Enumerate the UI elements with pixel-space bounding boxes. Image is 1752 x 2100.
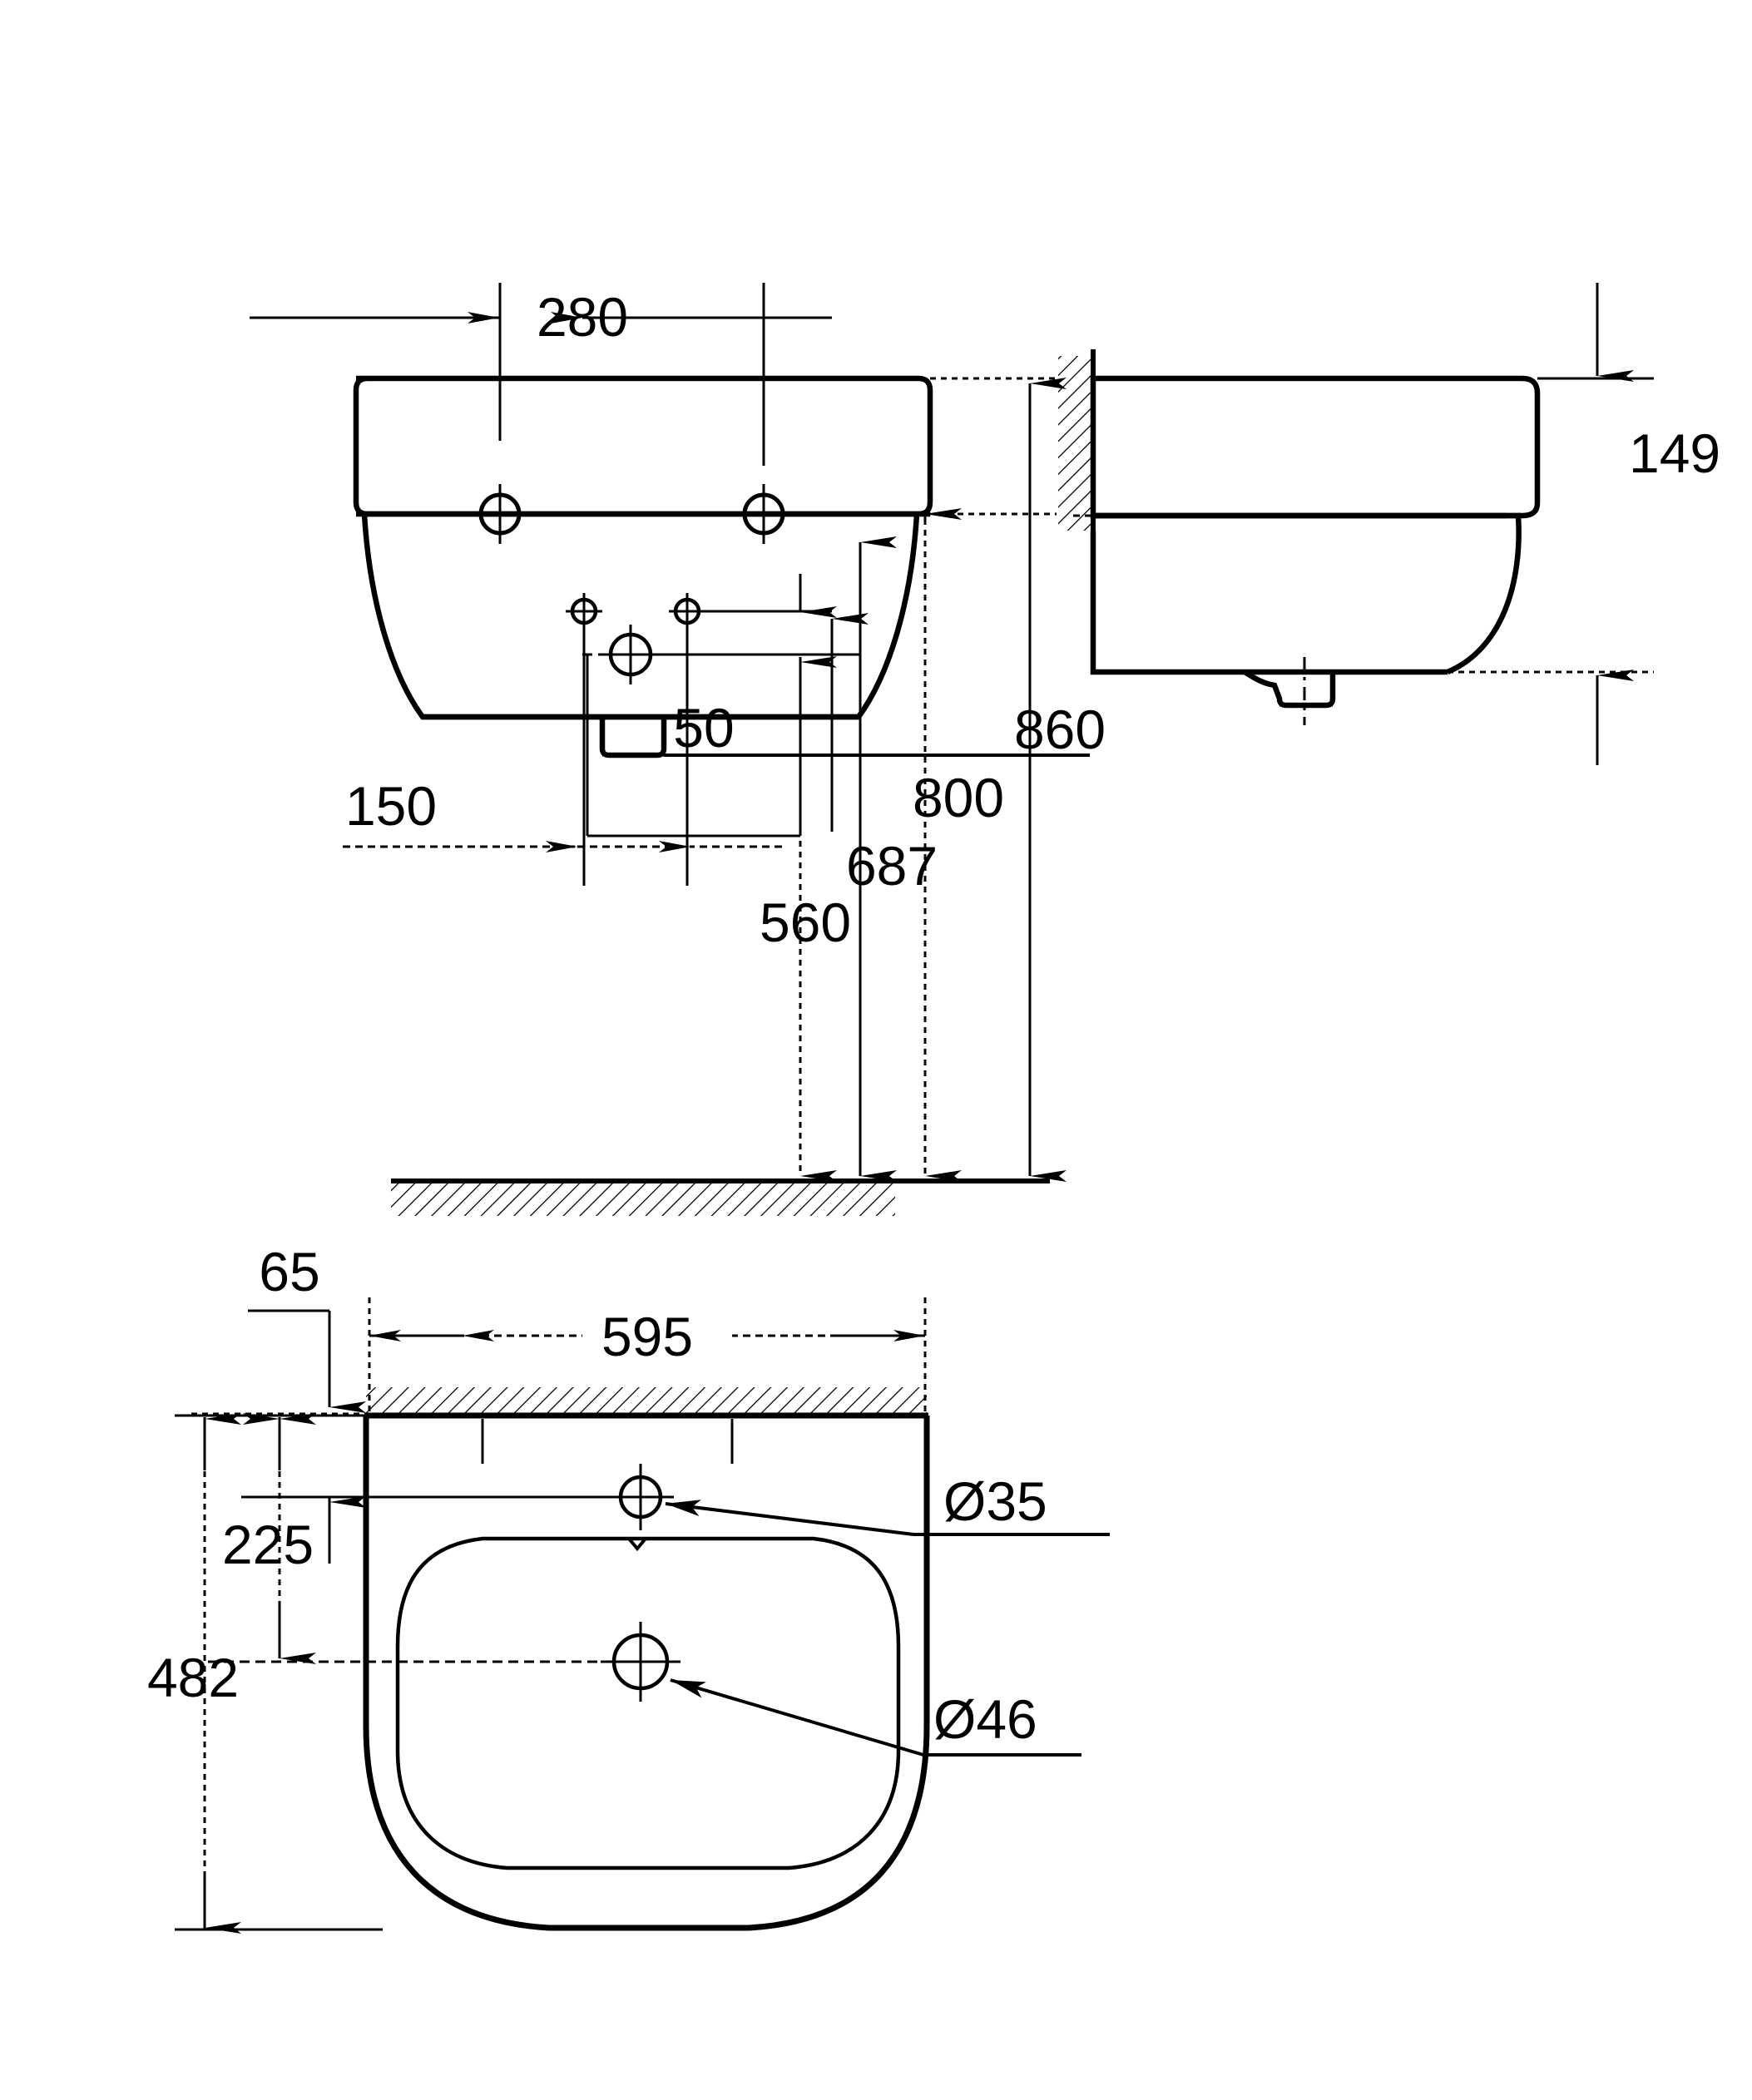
dimension-595 xyxy=(368,1297,927,1414)
basin-base-side xyxy=(1090,531,1448,675)
label-800: 800 xyxy=(913,767,1004,828)
label-687: 687 xyxy=(846,835,938,897)
label-560: 560 xyxy=(760,892,851,953)
basin-bowl-front xyxy=(361,513,920,720)
basin-outline-plan xyxy=(363,1416,930,1931)
label-diameter-46: Ø46 xyxy=(933,1688,1037,1750)
label-65: 65 xyxy=(259,1241,319,1302)
front-elevation-group xyxy=(250,283,1090,758)
plan-view-group xyxy=(175,1297,1110,1934)
floor-line-group xyxy=(391,1178,1050,1216)
label-482: 482 xyxy=(147,1647,239,1708)
label-225: 225 xyxy=(222,1514,314,1575)
waste-hole-plan xyxy=(208,1622,681,1702)
dimension-482 xyxy=(175,1413,383,1934)
dimension-labels: 280 149 50 860 800 687 560 150 65 595 22… xyxy=(147,286,1720,1750)
label-595: 595 xyxy=(601,1306,693,1367)
side-elevation-group xyxy=(1058,283,1654,765)
leader-diameter-46 xyxy=(670,1678,1081,1757)
label-280: 280 xyxy=(537,286,628,348)
tap-hole-left-front xyxy=(470,484,530,544)
dimension-65 xyxy=(191,1309,366,1416)
basin-rim-front xyxy=(353,375,933,517)
floor-hatch xyxy=(391,1183,895,1216)
bowl-inner-plan xyxy=(395,1536,901,1870)
label-149: 149 xyxy=(1629,422,1720,484)
wall-hatch-plan xyxy=(366,1387,927,1416)
label-860: 860 xyxy=(1014,699,1106,760)
leader-diameter-35 xyxy=(665,1500,1110,1536)
waste-stub-side xyxy=(1243,670,1336,709)
dimension-150 xyxy=(343,630,782,886)
tap-hole-plan xyxy=(241,1464,674,1530)
dimension-225 xyxy=(243,1413,366,1664)
basin-bowl-side xyxy=(1093,512,1522,674)
waste-stub-front xyxy=(599,717,667,758)
label-diameter-35: Ø35 xyxy=(943,1470,1047,1532)
dimension-280 xyxy=(250,283,832,466)
wall-hatch-side xyxy=(1058,356,1093,531)
label-150: 150 xyxy=(345,775,437,837)
connection-point-upper-left xyxy=(566,593,602,630)
label-50: 50 xyxy=(673,697,734,758)
basin-rim-side xyxy=(1090,375,1541,519)
vertical-dimension-stack xyxy=(343,378,1067,1216)
tap-hole-right-front xyxy=(734,484,794,544)
